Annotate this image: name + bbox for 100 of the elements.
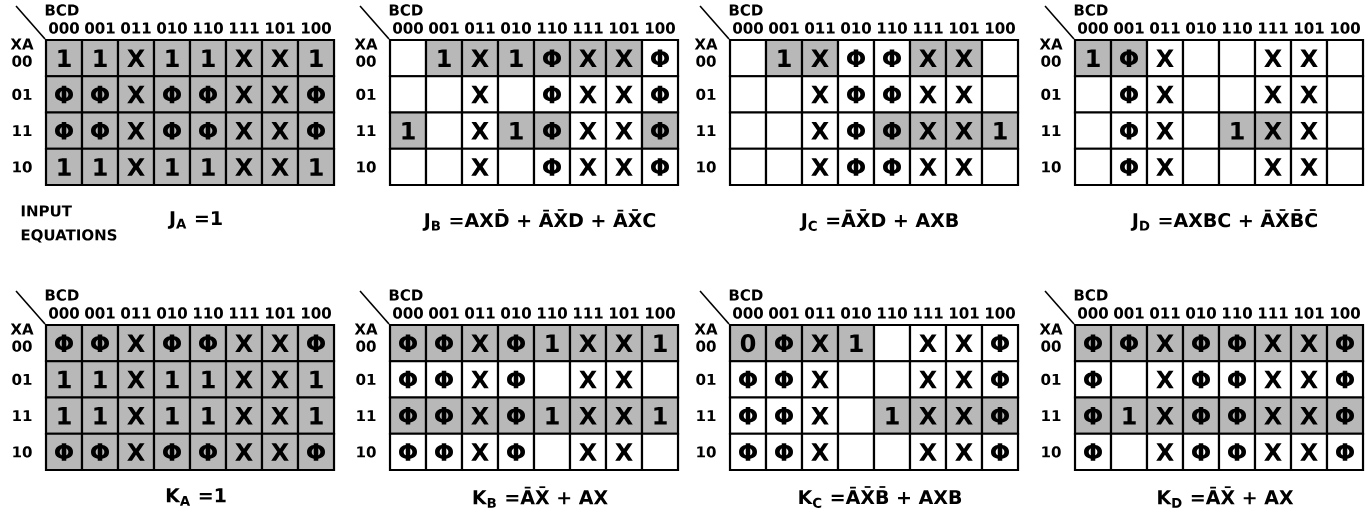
map-cell: X	[224, 111, 264, 150]
map-cell: Φ	[764, 323, 804, 363]
map-cell: Φ	[836, 38, 876, 78]
map-cell: Φ	[296, 432, 336, 472]
map-cell: X	[944, 360, 984, 399]
column-header: 101	[610, 22, 639, 34]
column-header: 101	[266, 22, 295, 34]
map-cell: X	[1253, 38, 1293, 78]
map-cell: X	[260, 111, 300, 150]
map-cell: X	[604, 432, 644, 472]
column-header: 000	[393, 22, 423, 34]
map-cell: 1	[424, 38, 464, 78]
row-header: 10	[357, 161, 376, 173]
row-header: 01	[356, 373, 376, 386]
equation: K$_{D}$ =ĀX̄ + AX	[1158, 486, 1294, 508]
row-header: 01	[696, 88, 716, 101]
map-cell: X	[1145, 432, 1185, 472]
column-header: 110	[538, 22, 567, 34]
map-cell: 1	[44, 360, 84, 399]
column-header: 011	[121, 22, 151, 34]
row-header: 10	[697, 161, 716, 173]
map-cell: Φ	[1325, 432, 1365, 472]
column-header: 110	[878, 22, 907, 34]
map-cell: X	[944, 396, 984, 435]
map-cell: X	[568, 323, 608, 363]
map-cell: Φ	[1217, 360, 1257, 399]
map-cell: X	[1253, 147, 1293, 187]
column-header: 010	[841, 22, 871, 34]
column-header: 111	[574, 22, 603, 34]
axis-label: BCD	[389, 4, 423, 16]
row-header: 11	[357, 125, 376, 137]
column-header: 100	[646, 22, 675, 34]
row-header: 10	[1042, 446, 1061, 458]
row-header: 11	[1042, 410, 1061, 422]
map-cell: Φ	[496, 432, 536, 472]
map-cell: X	[224, 75, 264, 114]
map-cell: X	[604, 323, 644, 363]
map-cell: 1	[80, 38, 120, 78]
map-cell: Φ	[1109, 38, 1149, 78]
map-cell: Φ	[188, 75, 228, 114]
column-header: 100	[1331, 307, 1360, 319]
map-cell: X	[1289, 396, 1329, 435]
column-header: 111	[914, 307, 943, 319]
map-cell: Φ	[764, 432, 804, 472]
map-cell: Φ	[296, 75, 336, 114]
row-header: 01	[12, 373, 32, 386]
column-header: 011	[805, 307, 835, 319]
map-cell: Φ	[532, 111, 572, 150]
map-cell: 1	[44, 396, 84, 435]
map-cell: X	[800, 432, 840, 472]
map-cell: 1	[44, 38, 84, 78]
map-cell: Φ	[1109, 323, 1149, 363]
map-cell: X	[460, 323, 500, 363]
map-cell: Φ	[640, 147, 680, 187]
row-header: 00	[356, 55, 376, 67]
map-cell: Φ	[80, 111, 120, 150]
equation: K$_{A}$ =1	[166, 488, 226, 506]
column-header: 010	[501, 307, 531, 319]
map-cell: X	[800, 147, 840, 187]
map-cell: X	[116, 75, 156, 114]
map-cell: X	[260, 38, 300, 78]
map-cell: X	[944, 111, 984, 150]
map-cell: X	[908, 323, 948, 363]
map-cell: X	[568, 111, 608, 150]
axis-label: BCD	[45, 4, 79, 16]
map-cell: 1	[640, 396, 680, 435]
map-cell: X	[604, 111, 644, 150]
row-header: 10	[13, 446, 32, 458]
map-cell: 1	[640, 323, 680, 363]
map-cell: X	[604, 75, 644, 114]
map-cell: 1	[80, 360, 120, 399]
map-cell: X	[460, 360, 500, 399]
column-header: 100	[646, 307, 675, 319]
map-cell: Φ	[80, 323, 120, 363]
equation: K$_{C}$ =ĀX̄B̄ + AXB	[799, 486, 962, 508]
map-cell: X	[1145, 323, 1185, 363]
map-cell: X	[1289, 38, 1329, 78]
row-header: 10	[1042, 161, 1061, 173]
column-header: 010	[1186, 307, 1216, 319]
map-cell: 1	[80, 396, 120, 435]
map-cell: Φ	[152, 432, 192, 472]
map-cell: Φ	[1181, 396, 1221, 435]
map-cell: Φ	[188, 432, 228, 472]
map-cell: Φ	[1109, 147, 1149, 187]
column-header: 001	[85, 22, 115, 34]
axis-label: BCD	[45, 289, 79, 301]
map-cell: Φ	[764, 360, 804, 399]
map-cell: X	[460, 147, 500, 187]
map-cell: X	[1289, 432, 1329, 472]
column-header: 110	[194, 307, 223, 319]
map-cell: Φ	[872, 147, 912, 187]
column-header: 110	[194, 22, 223, 34]
column-header: 100	[1331, 22, 1360, 34]
map-cell: X	[1145, 396, 1185, 435]
map-cell: X	[568, 360, 608, 399]
map-cell: X	[908, 38, 948, 78]
axis-label: BCD	[1074, 289, 1108, 301]
column-header: 010	[157, 307, 187, 319]
equation: K$_{B}$ =ĀX̄ + AX	[473, 486, 608, 508]
map-cell: Φ	[152, 323, 192, 363]
